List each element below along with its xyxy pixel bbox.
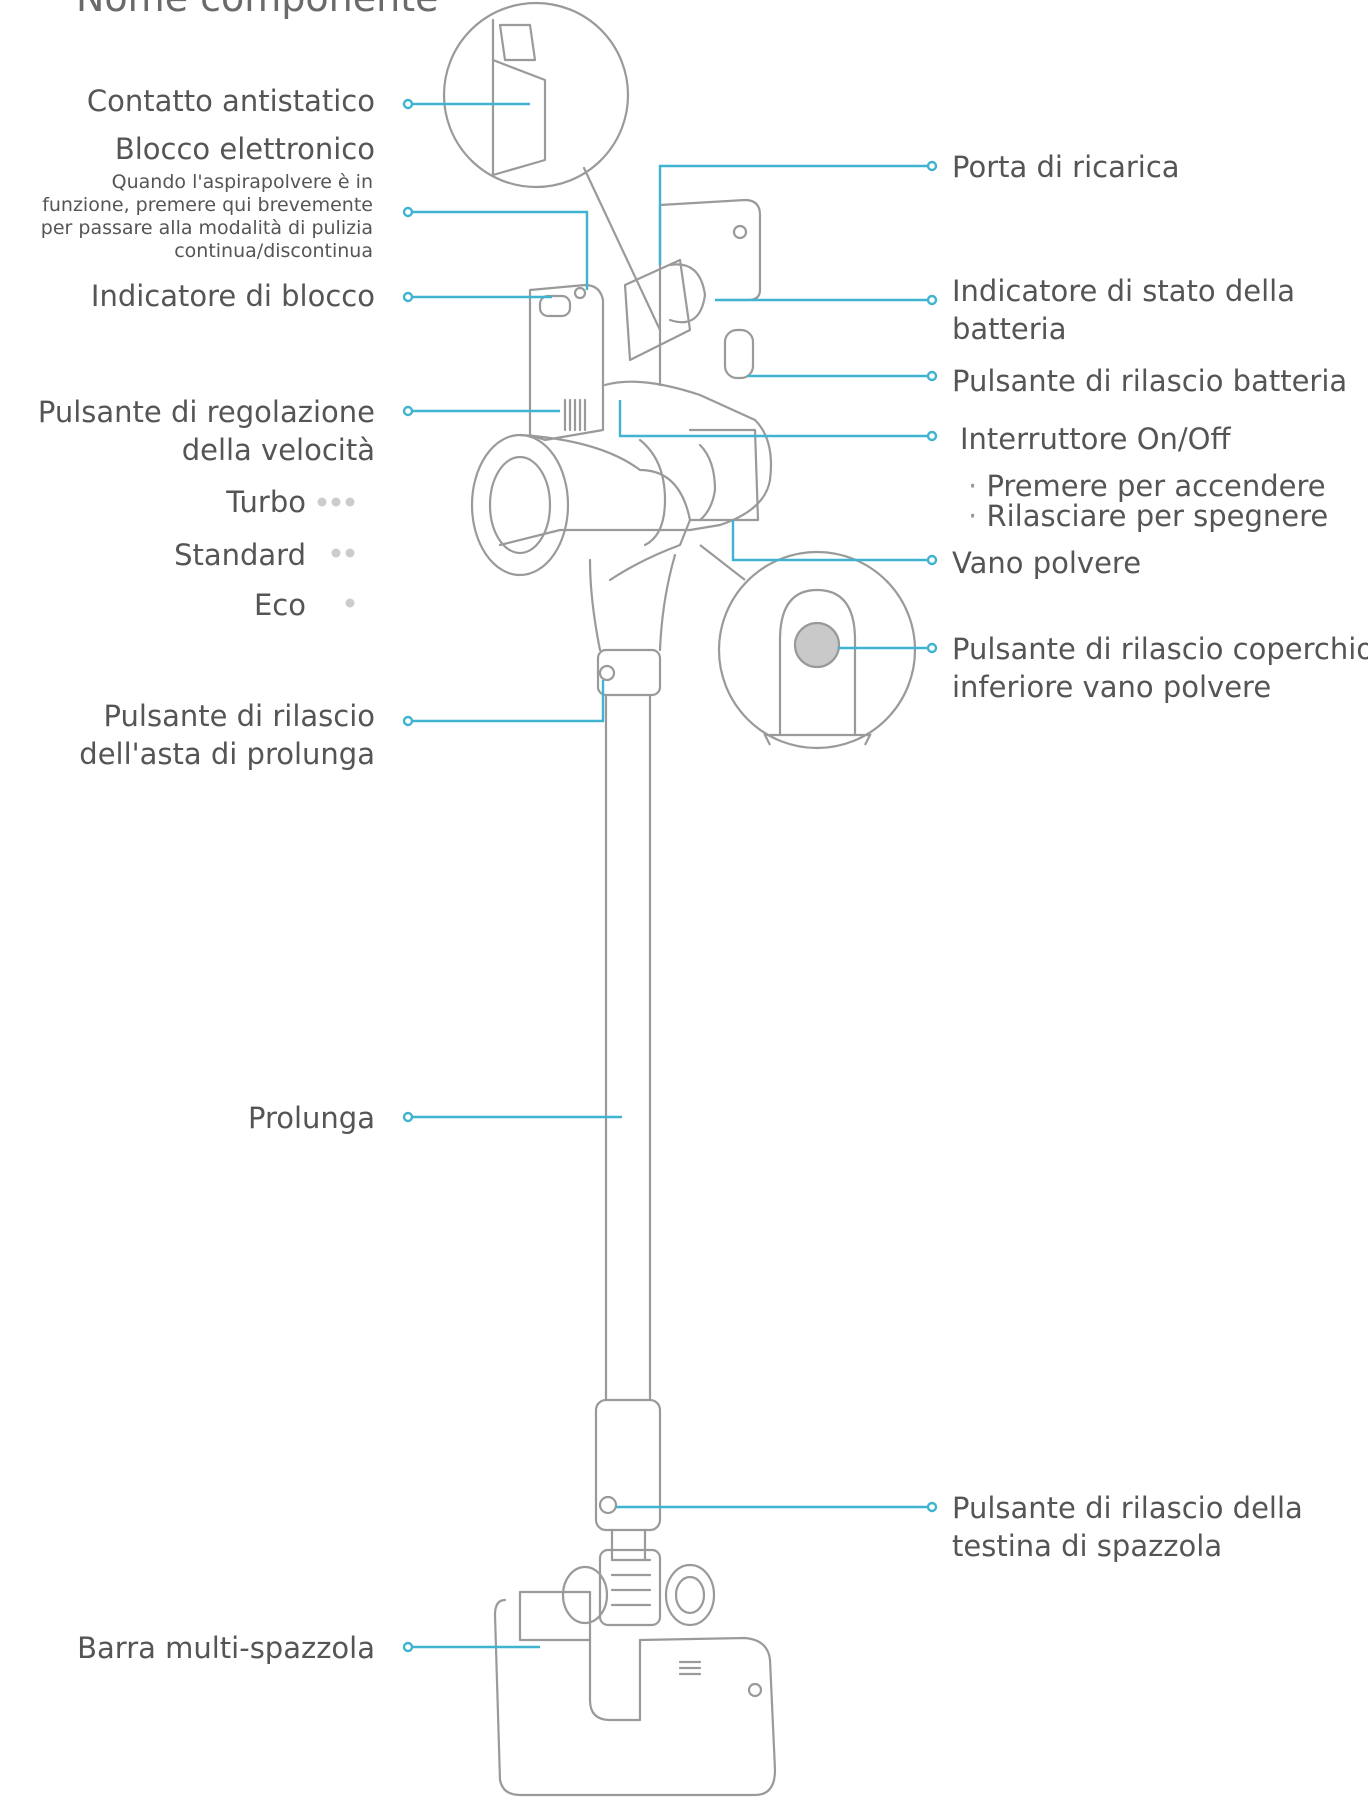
ext-release-button [598, 664, 616, 682]
leader-charging-port-endpoint [926, 160, 938, 172]
label-bin-cover-1: Pulsante di rilascio coperchio [952, 632, 1368, 666]
leader-antistatic-endpoint [402, 98, 414, 110]
page-title: Nome componente [76, 0, 439, 20]
leader-ext-release-endpoint [402, 715, 414, 727]
leader-electronic-lock-endpoint [402, 206, 414, 218]
leader-electronic-lock [408, 210, 589, 290]
dust-bin [688, 428, 760, 522]
label-electronic-lock: Blocco elettronico [114, 132, 375, 166]
label-speed-button-1: Pulsante di regolazione [37, 395, 375, 429]
zoom-circle-top [442, 1, 630, 189]
brushhead-release-button [598, 1495, 618, 1515]
label-battery-status-1: Indicatore di stato della [952, 274, 1295, 308]
label-eco: Eco [253, 588, 306, 622]
leader-onoff-endpoint [926, 430, 938, 442]
label-bin-cover-2: inferiore vano polvere [952, 670, 1272, 704]
label-extension: Prolunga [247, 1101, 375, 1135]
leader-charging-port [658, 164, 932, 265]
label-electronic-lock-note-1: Quando l'aspirapolvere è in [111, 171, 373, 193]
label-electronic-lock-note-2: funzione, premere qui brevemente [42, 194, 373, 216]
standard-dot-1 [331, 548, 341, 558]
label-battery-release: Pulsante di rilascio batteria [952, 364, 1348, 398]
turbo-dot-3 [345, 497, 355, 507]
lower-coupling [594, 1398, 662, 1532]
label-brushhead-release-1: Pulsante di rilascio della [952, 1491, 1303, 1525]
zoom-circle-bottom [699, 544, 917, 750]
leader-battery-status-endpoint [926, 294, 938, 306]
leader-extension-endpoint [402, 1111, 414, 1123]
leader-dust-bin [731, 520, 932, 562]
lock-indicator-display [538, 294, 572, 318]
leader-onoff [618, 400, 932, 438]
label-lock-indicator: Indicatore di blocco [90, 279, 375, 313]
label-electronic-lock-note-4: continua/discontinua [174, 240, 373, 262]
label-ext-release-2: dell'asta di prolunga [79, 737, 375, 771]
battery-pack [658, 198, 762, 302]
leader-ext-release [408, 680, 605, 723]
label-onoff-press: · Premere per accendere [968, 469, 1326, 503]
label-speed-button-2: della velocità [181, 433, 375, 467]
leader-brushhead-release-endpoint [926, 1501, 938, 1513]
eco-dot-1 [345, 598, 355, 608]
battery-release-button [723, 328, 755, 380]
leader-dust-bin-endpoint [926, 554, 938, 566]
joint-wheel [664, 1563, 716, 1627]
label-electronic-lock-note-3: per passare alla modalità di pulizia [40, 217, 373, 239]
brush-head [493, 1598, 777, 1797]
label-brush-bar: Barra multi-spazzola [77, 1631, 375, 1665]
label-onoff: Interruttore On/Off [960, 422, 1231, 456]
label-dust-bin: Vano polvere [952, 546, 1142, 580]
turbo-dot-1 [317, 497, 327, 507]
label-brushhead-release-2: testina di spazzola [952, 1529, 1223, 1563]
label-onoff-release: · Rilasciare per spegnere [968, 499, 1329, 533]
tube-coupling [596, 648, 662, 697]
label-antistatic-contact: Contatto antistatico [86, 84, 375, 118]
zoom-detail-top [491, 18, 547, 177]
label-charging-port: Porta di ricarica [952, 150, 1180, 184]
leader-battery-release-endpoint [926, 370, 938, 382]
label-ext-release-1: Pulsante di rilascio [103, 699, 375, 733]
extension-tube [604, 693, 652, 1402]
label-standard: Standard [174, 538, 306, 572]
leader-speed-button-endpoint [402, 405, 414, 417]
label-turbo: Turbo [226, 485, 306, 519]
leader-bin-cover-endpoint [926, 642, 938, 654]
leader-brush-bar-endpoint [402, 1641, 414, 1653]
vacuum-outline [442, 1, 777, 1797]
bin-cover-release-button [793, 621, 841, 669]
leader-lock-indicator-endpoint [402, 291, 414, 303]
label-battery-status-2: batteria [952, 312, 1067, 346]
speed-dots [317, 497, 355, 608]
standard-dot-2 [345, 548, 355, 558]
turbo-dot-2 [331, 497, 341, 507]
leader-lines [402, 98, 938, 1653]
